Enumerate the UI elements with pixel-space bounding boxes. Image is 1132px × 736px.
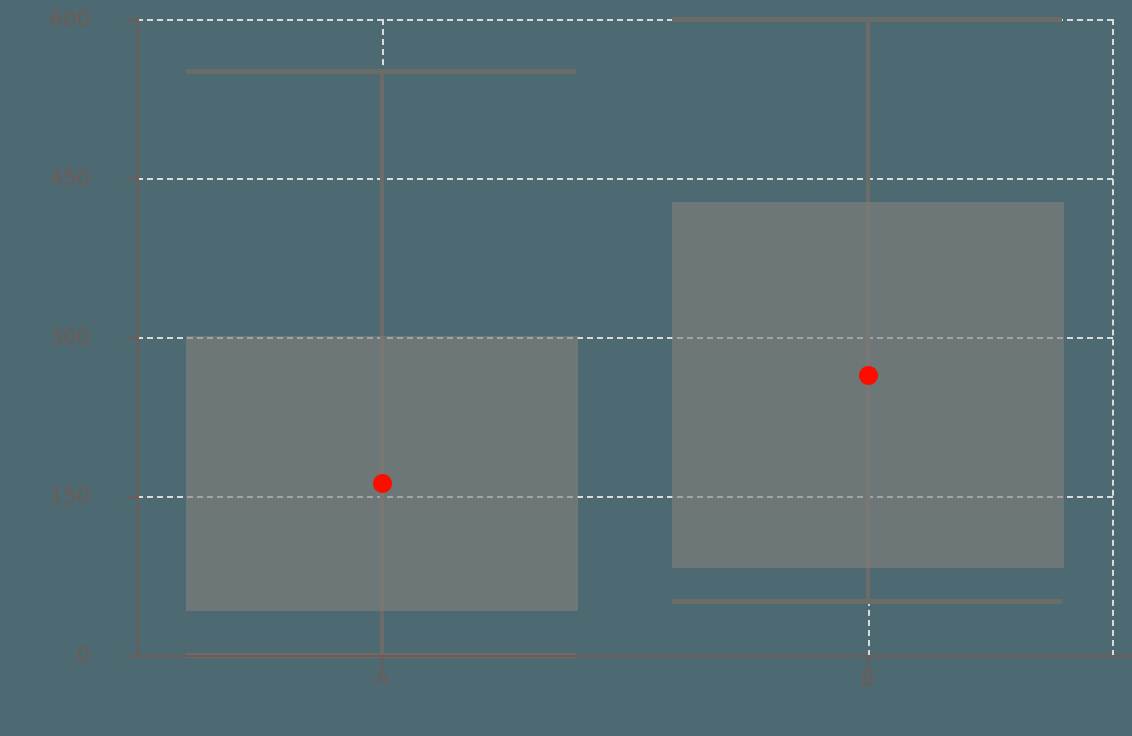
x-tick-label-a: A bbox=[374, 666, 390, 690]
gridline-horizontal-300 bbox=[137, 337, 1113, 339]
y-tick-label-0: 0 bbox=[76, 643, 90, 667]
gridline-horizontal-600 bbox=[137, 19, 1113, 21]
y-tick-label-450: 450 bbox=[49, 166, 90, 190]
x-tick-b bbox=[867, 656, 869, 667]
box-b[interactable] bbox=[672, 202, 1064, 568]
y-tick-450 bbox=[126, 178, 137, 180]
y-tick-label-600: 600 bbox=[49, 7, 90, 31]
y-axis-line bbox=[137, 19, 139, 656]
box-a[interactable] bbox=[186, 336, 578, 611]
y-tick-0 bbox=[126, 655, 137, 657]
x-tick-a bbox=[381, 656, 383, 667]
x-axis-line bbox=[137, 655, 1132, 657]
gridline-vertical-right-edge bbox=[1112, 19, 1114, 656]
whisker-cap-upper-a bbox=[186, 69, 576, 74]
x-tick-label-b: B bbox=[860, 666, 876, 690]
y-tick-150 bbox=[126, 496, 137, 498]
mean-marker-a[interactable] bbox=[373, 474, 392, 493]
y-tick-label-300: 300 bbox=[49, 325, 90, 349]
gridline-horizontal-450 bbox=[137, 178, 1113, 180]
mean-marker-b[interactable] bbox=[859, 366, 878, 385]
y-tick-label-150: 150 bbox=[49, 484, 90, 508]
gridline-horizontal-150 bbox=[137, 496, 1113, 498]
y-tick-300 bbox=[126, 337, 137, 339]
whisker-cap-upper-b bbox=[672, 17, 1062, 22]
y-tick-600 bbox=[126, 19, 137, 21]
whisker-cap-lower-b bbox=[672, 599, 1062, 604]
